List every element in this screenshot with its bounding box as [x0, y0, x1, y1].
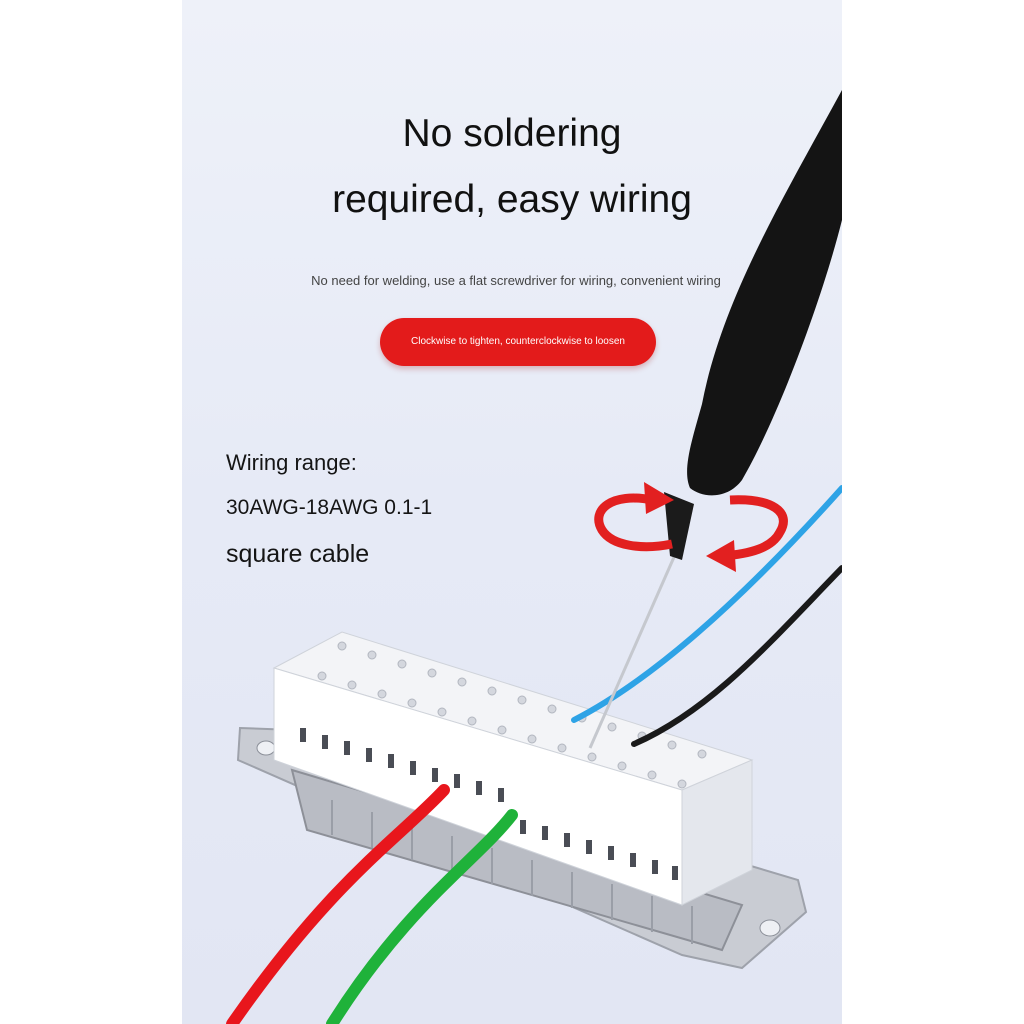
blue-wire: [571, 485, 842, 723]
shell-ridges: [331, 800, 693, 944]
connector-illustration: [226, 90, 842, 1024]
wiring-range-value: 30AWG-18AWG 0.1-1: [226, 496, 433, 519]
rotate-arrow-right: [721, 495, 788, 561]
screwdriver-shaft: [588, 547, 680, 749]
red-wire: [226, 784, 450, 1024]
product-image-panel: No soldering required, easy wiring No ne…: [182, 0, 842, 1024]
wiring-range-unit: square cable: [226, 540, 370, 568]
rotate-arrow-left-head: [644, 482, 674, 514]
screwdriver-handle: [687, 90, 842, 496]
black-wire: [631, 565, 842, 747]
subtitle-text: No need for welding, use a flat screwdri…: [311, 273, 721, 288]
headline-line-2: required, easy wiring: [332, 178, 692, 221]
flange-hole-right: [759, 919, 781, 937]
terminal-block-side: [681, 759, 753, 906]
tighten-loosen-badge: Clockwise to tighten, counterclockwise t…: [380, 318, 656, 366]
headline-line-1: No soldering: [402, 112, 622, 155]
wiring-range-label: Wiring range:: [226, 450, 357, 475]
green-wire: [326, 809, 518, 1024]
terminal-screws: [317, 641, 707, 789]
rotate-arrow-right-head: [706, 540, 736, 572]
terminal-slots: [300, 728, 678, 880]
flange-hole-left: [256, 740, 276, 756]
rotate-arrow-left: [594, 493, 673, 552]
